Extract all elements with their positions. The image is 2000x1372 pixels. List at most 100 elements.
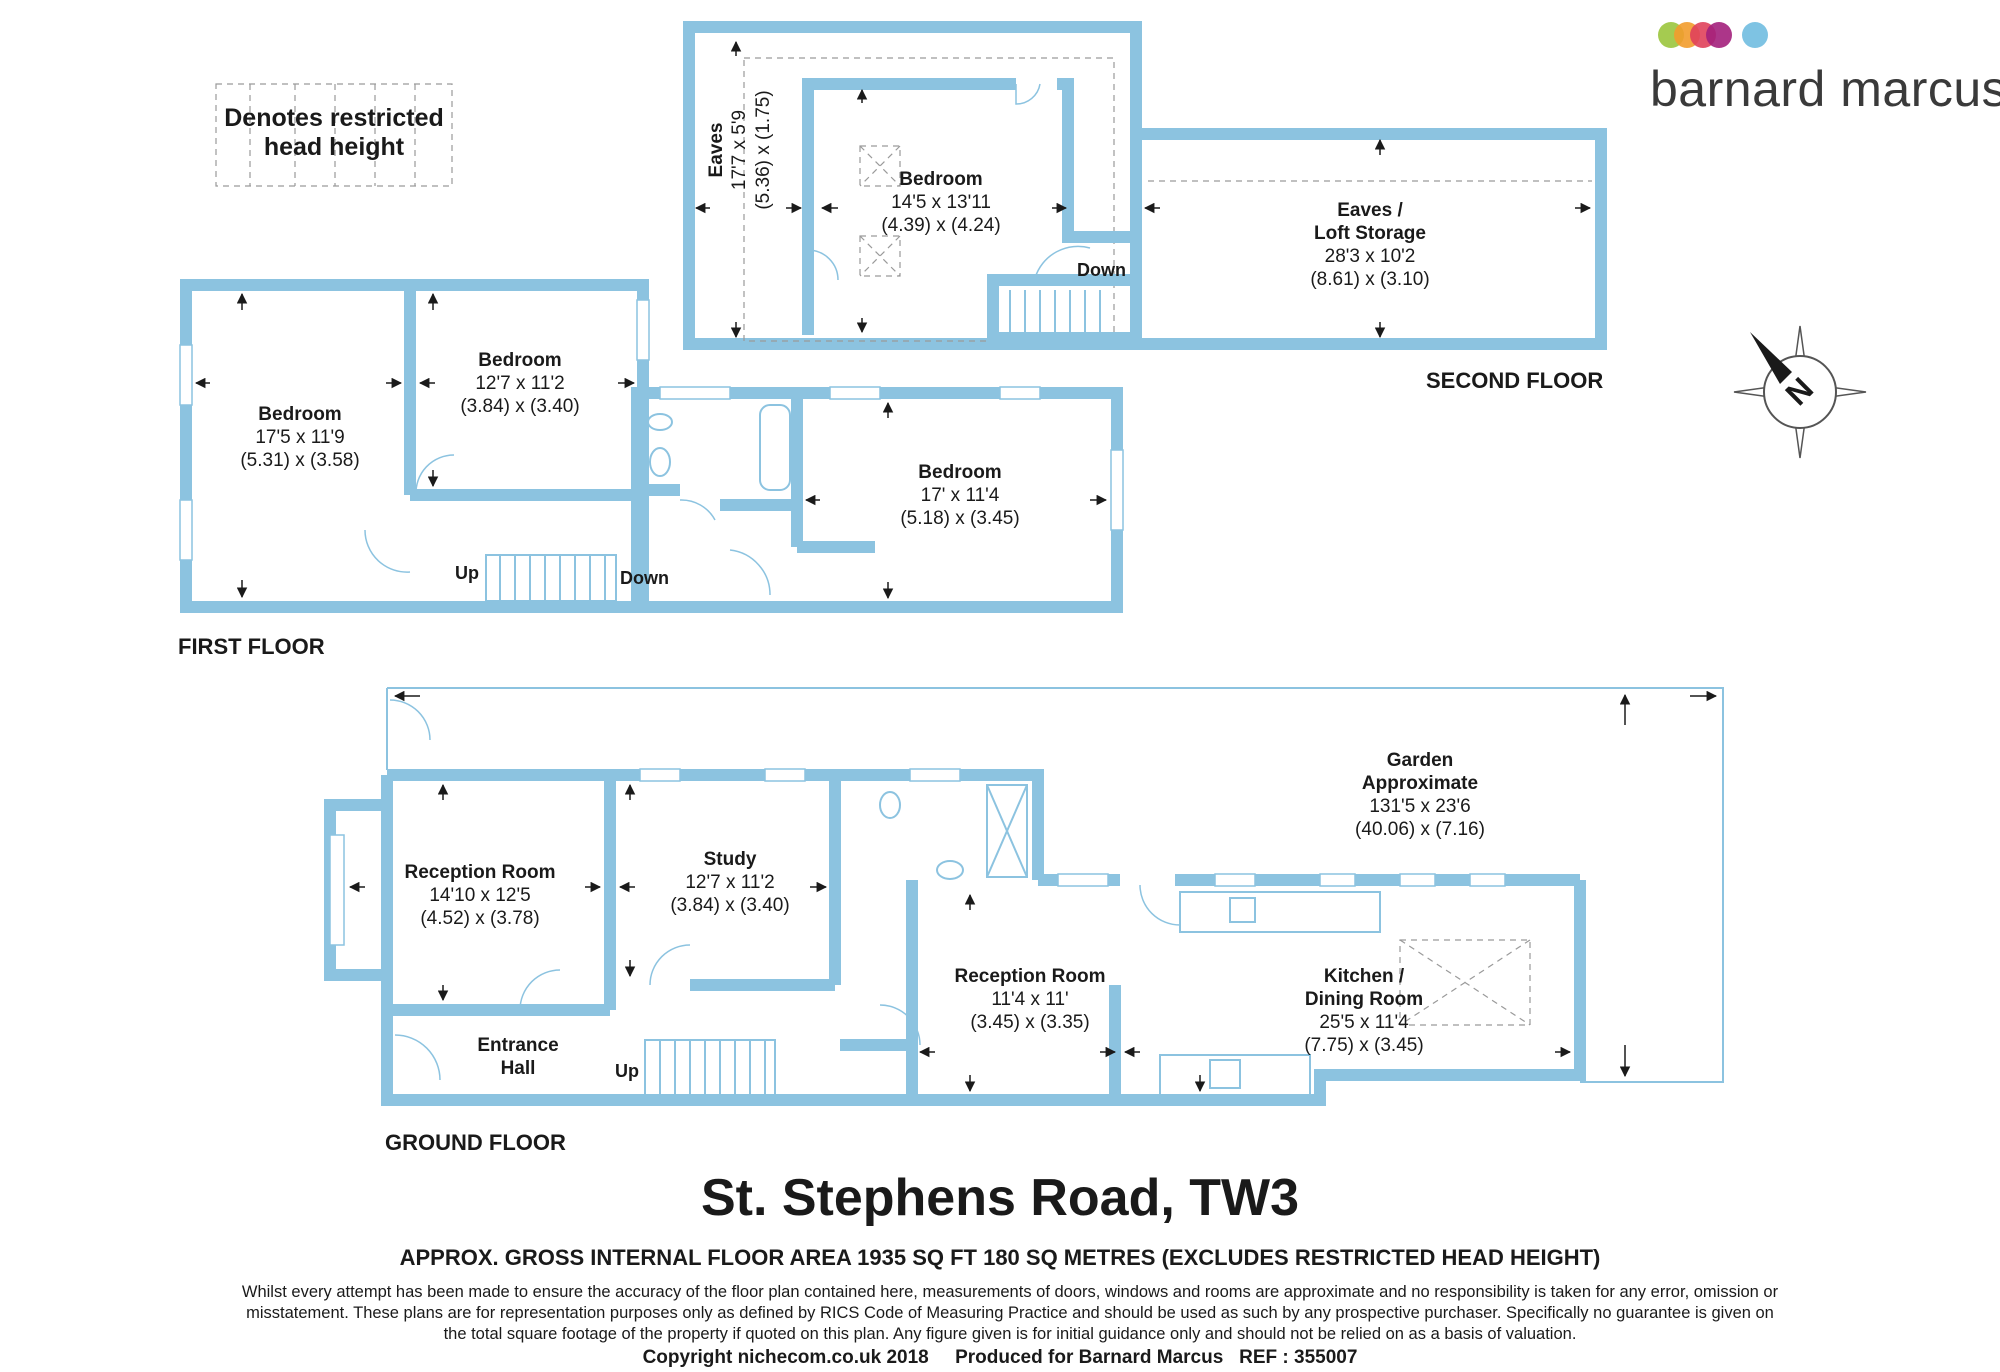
disclaimer-text: Whilst every attempt has been made to en… [241,1283,1779,1343]
first-bedroom2-name: Bedroom [478,350,561,371]
kitchen-imperial: 25'5 x 11'4 [1319,1012,1409,1033]
ground-window-8 [1469,873,1506,887]
kitchen-door [1139,884,1181,926]
eaves-metric: (5.36) x (1.75) [753,90,774,209]
first-floor-stairs [485,554,617,602]
first-bedroom3-name: Bedroom [918,462,1001,483]
reception1-metric: (4.52) x (3.78) [420,908,539,929]
first-bedroom2-metric: (3.84) x (3.40) [460,396,579,417]
hall-name-2: Hall [501,1058,536,1079]
first-door-4 [729,549,771,596]
garden-name-2: Approximate [1362,773,1478,794]
ground-window-5 [1214,873,1256,887]
window-7 [1110,449,1124,531]
study-name: Study [704,849,757,870]
kitchen-name-1: Kitchen / [1324,966,1405,987]
first-bedroom3-imperial: 17' x 11'4 [921,485,1000,506]
brand-logo: barnard marcus [1650,22,2000,117]
first-door-1 [364,529,411,573]
legend-line-2: head height [263,133,405,161]
restricted-head-height-zone [743,57,1115,342]
kitchen-skylight [1399,939,1531,1026]
study-metric: (3.84) x (3.40) [670,895,789,916]
first-stairs-down-label: Down [620,568,669,588]
kitchen-counter [1179,891,1381,933]
loft-metric: (8.61) x (3.10) [1310,269,1429,290]
front-door [394,1034,441,1081]
second-stairs-down-label: Down [1077,260,1126,280]
copyright-line: Copyright nichecom.co.uk 2018 Produced f… [642,1347,1358,1368]
first-bedroom2-imperial: 12'7 x 11'2 [475,373,564,394]
basin [649,447,671,477]
loft-imperial: 28'3 x 10'2 [1325,246,1416,267]
ground-floor-plan: Reception Room 14'10 x 12'5 (4.52) x (3.… [324,687,1724,1155]
first-door-3 [679,499,716,521]
kitchen-name-2: Dining Room [1305,989,1423,1010]
ground-stairs-up-label: Up [615,1061,639,1081]
first-stairs-up-label: Up [455,563,479,583]
garden-name-1: Garden [1387,750,1454,771]
study-door [649,944,691,986]
ground-floor-stairs [644,1039,776,1096]
ground-outer-wall [381,775,1586,1106]
skylight-2 [859,235,901,277]
garden-boundary [387,687,1724,1083]
first-bedroom1-metric: (5.31) x (3.58) [240,450,359,471]
ground-basin [936,860,964,880]
reception1-name: Reception Room [405,862,556,883]
brand-dot-5 [1742,22,1768,48]
first-bedroom3-metric: (5.18) x (3.45) [900,508,1019,529]
reception2-imperial: 11'4 x 11' [991,989,1068,1010]
shower [986,784,1028,878]
hob [1209,1059,1241,1089]
first-floor-label: FIRST FLOOR [178,634,325,659]
legend-text: Denotes restricted head height [216,104,452,162]
property-title: St. Stephens Road, TW3 [700,1169,1300,1227]
eaves-label: Eaves [706,123,727,178]
bedroom-wall-right [1057,78,1136,243]
compass-icon: N [1733,325,1867,459]
reception-door [519,969,561,1011]
toilet [647,413,673,431]
ground-window-1 [639,768,681,782]
second-stairs-wall [987,274,1142,344]
ground-window-4 [1057,873,1109,887]
bedroom-door [1015,83,1041,105]
bay-window-glass [329,834,345,946]
reception2-name: Reception Room [955,966,1106,987]
ground-window-6 [1319,873,1356,887]
window-4 [659,386,731,400]
ground-floor-label: GROUND FLOOR [385,1130,566,1155]
kitchen-metric: (7.75) x (3.45) [1304,1035,1423,1056]
second-floor-plan: Eaves 17'7 x 5'9 (5.36) x (1.75) Bedroom… [683,21,1607,393]
first-floor-wall-right [631,387,1123,613]
kitchen-sink [1229,897,1256,923]
legend-line-1: Denotes restricted [224,104,444,132]
kitchen-counter-2 [1159,1054,1311,1096]
window-3 [636,299,650,361]
cupboard-door [879,1004,921,1046]
loft-name-1: Eaves / [1337,200,1403,221]
second-bedroom-name: Bedroom [899,169,982,190]
garden-imperial: 131'5 x 23'6 [1369,796,1470,817]
first-bedroom1-imperial: 17'5 x 11'9 [255,427,344,448]
floor-area-summary: APPROX. GROSS INTERNAL FLOOR AREA 1935 S… [399,1245,1601,1270]
window-6 [999,386,1041,400]
brand-dot-4 [1706,22,1732,48]
reception2-metric: (3.45) x (3.35) [970,1012,1089,1033]
landing-door [1034,245,1091,279]
second-floor-label: SECOND FLOOR [1426,368,1603,393]
reception1-imperial: 14'10 x 12'5 [429,885,530,906]
eaves-imperial: 17'7 x 5'9 [729,110,750,190]
window-1 [179,344,193,406]
window-2 [179,499,193,561]
restricted-head-height-legend: Denotes restricted head height [216,84,452,186]
garden-metric: (40.06) x (7.16) [1355,819,1485,840]
second-bedroom-imperial: 14'5 x 13'11 [891,192,991,213]
bedroom-wall-left-top [802,78,1016,335]
ground-window-3 [909,768,961,782]
second-bedroom-metric: (4.39) x (4.24) [881,215,1000,236]
restricted-head-height-legend-box [215,83,453,187]
window-5 [829,386,881,400]
